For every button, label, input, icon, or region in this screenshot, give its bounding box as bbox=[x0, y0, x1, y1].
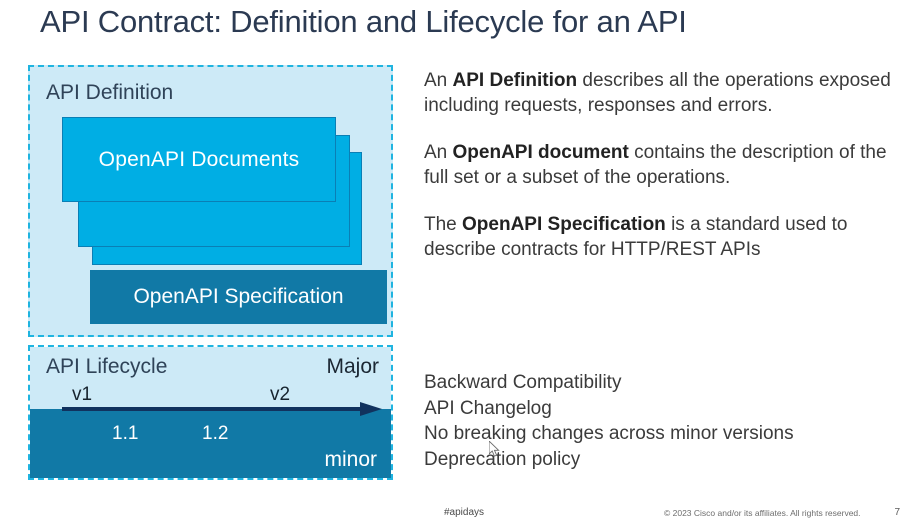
paragraph-2-lead: An bbox=[424, 142, 453, 163]
paragraph-api-definition: An API Definition describes all the oper… bbox=[424, 68, 904, 118]
version-label-1-1: 1.1 bbox=[112, 423, 139, 444]
openapi-documents-label: OpenAPI Documents bbox=[98, 147, 300, 171]
openapi-specification-bar: OpenAPI Specification bbox=[90, 270, 387, 324]
lifecycle-bullet-list: Backward Compatibility API Changelog No … bbox=[424, 370, 904, 472]
diagram-column: API Definition OpenAPI Documents OpenAPI… bbox=[0, 60, 415, 485]
minor-axis-label: minor bbox=[324, 448, 377, 471]
paragraph-1-bold: API Definition bbox=[452, 70, 578, 91]
paragraph-1-rest: describes all the operations exposed inc… bbox=[424, 70, 891, 116]
paragraph-2-bold: OpenAPI document bbox=[452, 142, 629, 163]
footer-hashtag: #apidays bbox=[444, 507, 485, 518]
body-text-column: An API Definition describes all the oper… bbox=[424, 68, 904, 284]
paragraph-3-lead: The bbox=[424, 214, 463, 235]
api-definition-heading: API Definition bbox=[46, 81, 174, 104]
paragraph-1-lead: An bbox=[424, 70, 453, 91]
page-title: API Contract: Definition and Lifecycle f… bbox=[40, 4, 687, 39]
version-label-v1: v1 bbox=[72, 384, 93, 405]
paragraph-3-bold: OpenAPI Specification bbox=[462, 214, 666, 235]
mouse-cursor-icon bbox=[489, 441, 500, 457]
footer-copyright: © 2023 Cisco and/or its affiliates. All … bbox=[664, 508, 861, 518]
version-label-v2: v2 bbox=[270, 384, 291, 405]
api-lifecycle-heading: API Lifecycle bbox=[46, 355, 168, 378]
api-lifecycle-panel: API Lifecycle Major v1 v2 1.1 1.2 minor bbox=[28, 345, 393, 480]
list-item: Backward Compatibility bbox=[424, 372, 622, 393]
api-definition-panel: API Definition OpenAPI Documents OpenAPI… bbox=[28, 65, 393, 337]
minor-version-bar: 1.1 1.2 minor bbox=[30, 409, 391, 478]
list-item: No breaking changes across minor version… bbox=[424, 423, 794, 444]
openapi-specification-label: OpenAPI Specification bbox=[133, 285, 344, 308]
paragraph-2-rest: contains the description of the full set… bbox=[424, 142, 887, 188]
major-axis-label: Major bbox=[326, 355, 379, 378]
slide-footer: #apidays © 2023 Cisco and/or its affilia… bbox=[0, 499, 914, 529]
paragraph-3-rest: is a standard used to describe contracts… bbox=[424, 214, 848, 260]
list-item: API Changelog bbox=[424, 397, 552, 419]
openapi-documents-card-stack: OpenAPI Documents bbox=[62, 117, 362, 265]
lifecycle-header-band: API Lifecycle Major v1 v2 bbox=[30, 347, 391, 409]
openapi-document-card-front: OpenAPI Documents bbox=[62, 117, 336, 202]
paragraph-openapi-document: An OpenAPI document contains the descrip… bbox=[424, 140, 904, 190]
footer-page-number: 7 bbox=[894, 507, 900, 518]
paragraph-openapi-specification: The OpenAPI Specification is a standard … bbox=[424, 212, 904, 262]
version-label-1-2: 1.2 bbox=[202, 423, 229, 444]
list-item: Deprecation policy bbox=[424, 448, 581, 470]
